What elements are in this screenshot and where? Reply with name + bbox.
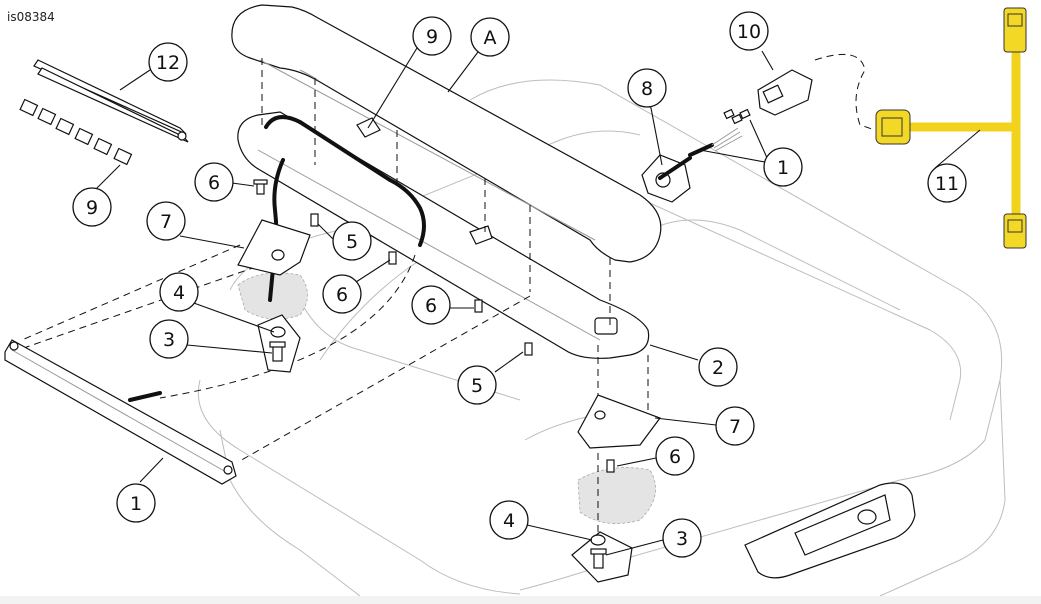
callout-9-top: 9 — [412, 16, 452, 56]
callout-8: 8 — [627, 68, 667, 108]
callout-9-left: 9 — [72, 187, 112, 227]
callout-6-b: 6 — [322, 274, 362, 314]
callout-7-right: 7 — [715, 406, 755, 446]
fastener-6c — [474, 299, 483, 313]
callout-label: 7 — [729, 416, 741, 438]
cable-ties — [33, 59, 189, 143]
leader-lines — [95, 47, 981, 556]
callout-1-bottom: 1 — [116, 483, 156, 523]
callout-6-d: 6 — [655, 436, 695, 476]
washer-right — [590, 534, 606, 546]
callout-label: 5 — [471, 375, 483, 397]
screw-left — [269, 341, 286, 362]
bottom-bar — [0, 596, 1041, 604]
luggage-rack — [231, 4, 662, 263]
callout-1-top: 1 — [763, 147, 803, 187]
callout-label: 2 — [712, 357, 724, 379]
fastener-5b — [524, 342, 533, 356]
mount-area-left — [237, 272, 308, 320]
screw-right — [590, 548, 607, 569]
callout-5-b: 5 — [457, 365, 497, 405]
callout-label: 4 — [503, 510, 515, 532]
callout-label: 7 — [160, 211, 172, 233]
wire-harness-left — [264, 115, 426, 247]
callout-label: 6 — [336, 284, 348, 306]
latch-handle — [744, 482, 916, 579]
clip-set — [19, 98, 133, 166]
callout-label: 11 — [935, 173, 959, 195]
fastener-6b — [388, 251, 397, 265]
mount-area-right — [577, 467, 657, 524]
callout-label: 3 — [676, 528, 688, 550]
callout-2: 2 — [698, 347, 738, 387]
bracket-right-hole — [594, 410, 606, 420]
washer-left — [270, 326, 286, 338]
grommet — [641, 154, 692, 203]
bracket-left — [237, 219, 311, 276]
fastener-6d — [606, 459, 615, 473]
bracket-left-hole — [271, 249, 285, 261]
trim-strip — [4, 339, 237, 485]
callout-3-left: 3 — [149, 319, 189, 359]
callout-6-c: 6 — [411, 285, 451, 325]
callout-A: A — [470, 17, 510, 57]
assembly-lines — [17, 53, 876, 555]
callout-label: 12 — [156, 52, 180, 74]
fastener-5a — [310, 213, 319, 227]
callout-label: 9 — [426, 26, 438, 48]
callout-label: 8 — [641, 78, 653, 100]
callout-10: 10 — [729, 11, 769, 51]
callout-11: 11 — [927, 163, 967, 203]
callout-5-a: 5 — [332, 221, 372, 261]
callout-label: 4 — [173, 282, 185, 304]
callout-label: 3 — [163, 329, 175, 351]
callout-label: 6 — [425, 295, 437, 317]
callout-label: A — [484, 27, 497, 49]
wire-lead — [688, 108, 751, 157]
connector-housing — [757, 69, 813, 116]
callout-label: 5 — [346, 231, 358, 253]
callout-6-a: 6 — [194, 162, 234, 202]
highlighted-harness — [875, 7, 1027, 249]
bracket-right — [577, 394, 661, 449]
fastener-6a — [253, 179, 268, 195]
callout-label: 9 — [86, 197, 98, 219]
callout-4-left: 4 — [159, 272, 199, 312]
callout-7-left: 7 — [146, 201, 186, 241]
callout-12: 12 — [148, 42, 188, 82]
callout-label: 6 — [208, 172, 220, 194]
callout-4-right: 4 — [489, 500, 529, 540]
spoiler-base — [237, 111, 650, 359]
callout-label: 10 — [737, 21, 761, 43]
callout-label: 6 — [669, 446, 681, 468]
callout-3-right: 3 — [662, 518, 702, 558]
callout-label: 1 — [130, 493, 142, 515]
figure-id: is08384 — [7, 10, 55, 24]
callout-label: 1 — [777, 157, 789, 179]
